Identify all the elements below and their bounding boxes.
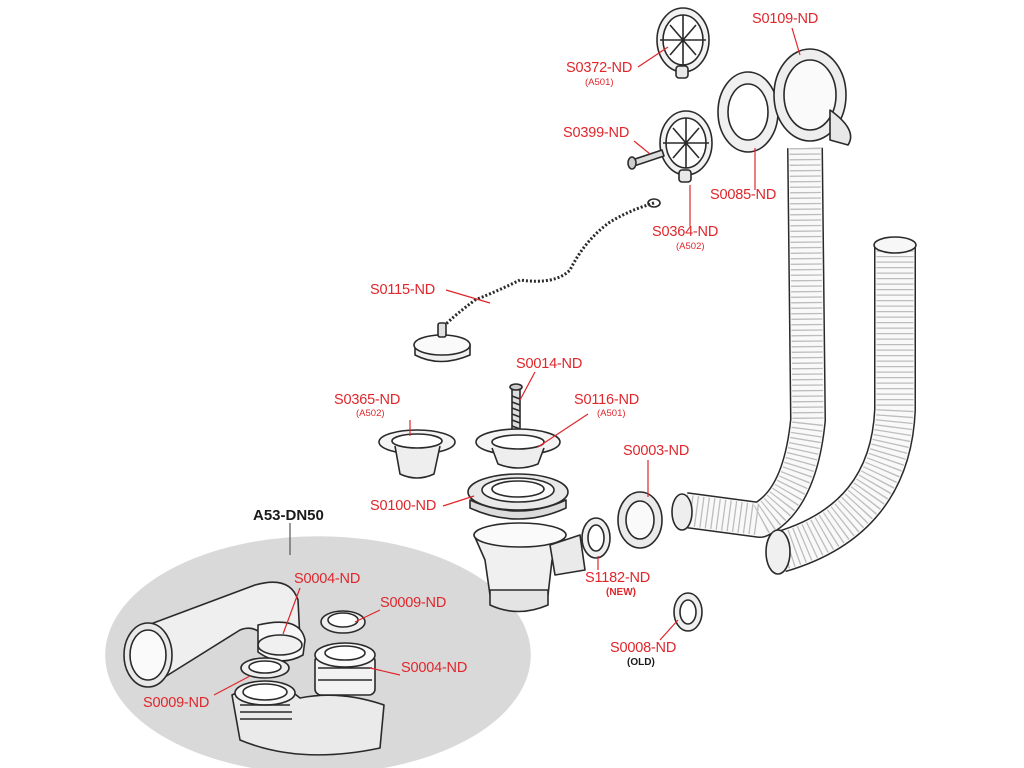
union-nut: [617, 491, 663, 549]
overflow-flex-hose: [682, 147, 826, 538]
screw-horizontal: [627, 149, 665, 170]
label-s0100: S0100-ND: [370, 498, 437, 514]
outlet-gasket: [467, 473, 569, 520]
kit-washer-left: [240, 657, 290, 679]
label-s0014: S0014-ND: [516, 356, 583, 372]
leader-s0372: [637, 46, 669, 68]
waste-flex-hose: [773, 245, 916, 573]
overflow-grille-lower: [659, 110, 713, 183]
center-screw: [509, 383, 523, 435]
label-s0116: S0116-ND: [574, 392, 640, 408]
kit-title: A53-DN50: [253, 507, 324, 524]
kit-elbow-pipe: [123, 581, 306, 688]
label-kit-s0009-top: S0009-ND: [380, 595, 447, 611]
outlet-body: [473, 522, 586, 613]
strainer-flange-right: [475, 428, 561, 469]
label-s0008-note: (OLD): [627, 657, 655, 668]
label-s0365: S0365-ND: [334, 392, 401, 408]
leader-s0116: [537, 413, 589, 448]
label-s0399: S0399-ND: [563, 125, 630, 141]
label-s0372-sub: (A501): [585, 77, 614, 88]
label-s1182: S1182-ND: [585, 570, 651, 586]
label-s0003: S0003-ND: [623, 443, 690, 459]
label-s0008: S0008-ND: [610, 640, 677, 656]
label-s0115: S0115-ND: [370, 282, 436, 298]
bath-plug: [413, 322, 471, 363]
leader-kit-s0004-top: [282, 587, 301, 635]
label-s0372: S0372-ND: [566, 60, 633, 76]
label-s0116-sub: (A501): [597, 408, 626, 419]
leader-kit-s0009-top: [354, 609, 381, 623]
leader-kit-s0009-bottom: [213, 675, 251, 696]
leader-s0100: [442, 495, 475, 507]
label-s0109: S0109-ND: [752, 11, 819, 27]
washer-old: [673, 592, 703, 632]
kit-base-trap: [231, 680, 385, 756]
leader-s0115: [445, 289, 491, 304]
leader-s0399: [633, 140, 651, 155]
leader-s0014: [519, 371, 536, 401]
label-s0364-sub: (A502): [676, 241, 705, 252]
kit-union-nut: [314, 642, 376, 696]
leader-s0109: [791, 27, 801, 56]
label-s0085: S0085-ND: [710, 187, 777, 203]
leader-kit-s0004-bottom: [369, 667, 401, 676]
overflow-grille-top: [656, 7, 710, 79]
label-kit-s0009-bottom: S0009-ND: [143, 695, 210, 711]
gasket-ring-large: [717, 71, 779, 153]
washer-new: [581, 517, 611, 559]
label-kit-s0004-bottom: S0004-ND: [401, 660, 468, 676]
hose-end-coupling: [671, 493, 693, 531]
label-s1182-note: (NEW): [606, 587, 636, 598]
strainer-flange-left: [378, 429, 456, 479]
label-s0364: S0364-ND: [652, 224, 719, 240]
overflow-body: [773, 48, 852, 146]
plug-chain: [443, 198, 661, 327]
label-s0365-sub: (A502): [356, 408, 385, 419]
leader-s0008: [659, 619, 679, 641]
label-kit-s0004-top: S0004-ND: [294, 571, 361, 587]
kit-washer-top: [320, 610, 366, 634]
